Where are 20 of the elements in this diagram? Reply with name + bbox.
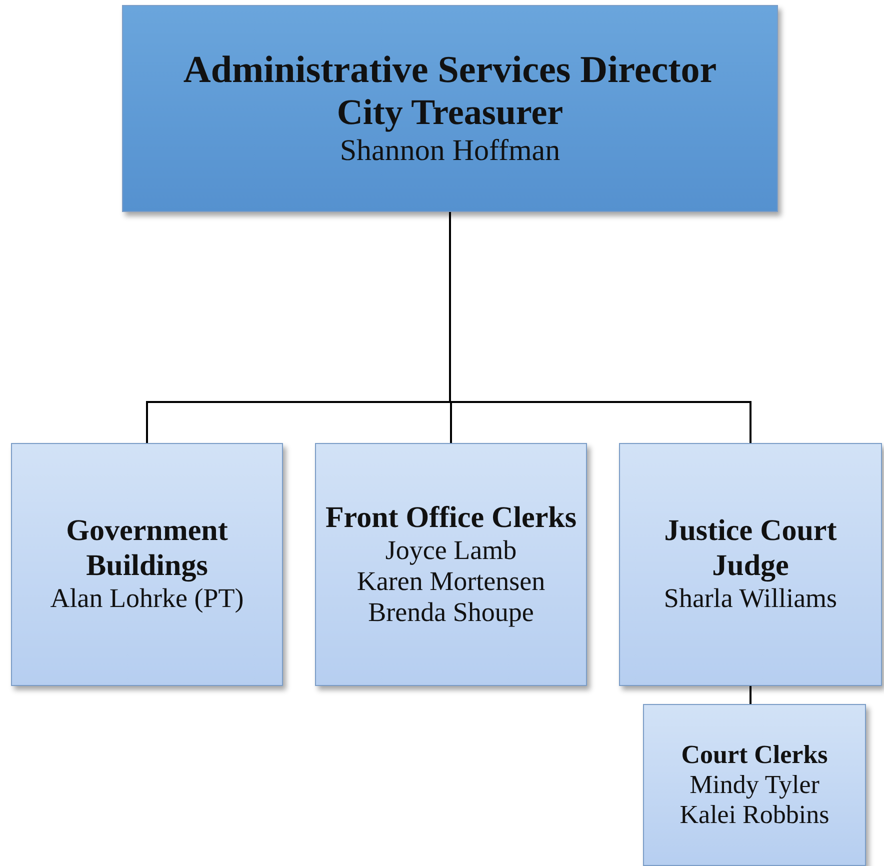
person-name: Sharla Williams: [662, 583, 838, 615]
connector-line: [750, 686, 752, 704]
role-title: Justice Court Judge: [663, 514, 838, 584]
department-box: [315, 443, 587, 686]
role-title: Government Buildings: [65, 514, 229, 584]
director-box: [122, 5, 778, 212]
person-name: Alan Lohrke (PT): [49, 583, 245, 615]
person-name: Brenda Shoupe: [367, 597, 535, 628]
role-title: City Treasurer: [336, 92, 564, 134]
person-name: Karen Mortensen: [356, 566, 546, 598]
role-title: Administrative Services Director: [182, 48, 718, 92]
department-box: [619, 443, 882, 686]
person-name: Joyce Lamb: [384, 535, 518, 566]
role-title: Court Clerks: [680, 740, 829, 770]
department-box: [11, 443, 283, 686]
staff-box: [643, 704, 866, 866]
person-name: Shannon Hoffman: [338, 134, 562, 168]
role-title: Front Office Clerks: [324, 500, 578, 536]
person-name: Mindy Tyler: [688, 770, 820, 800]
person-name: Kalei Robbins: [678, 800, 830, 830]
